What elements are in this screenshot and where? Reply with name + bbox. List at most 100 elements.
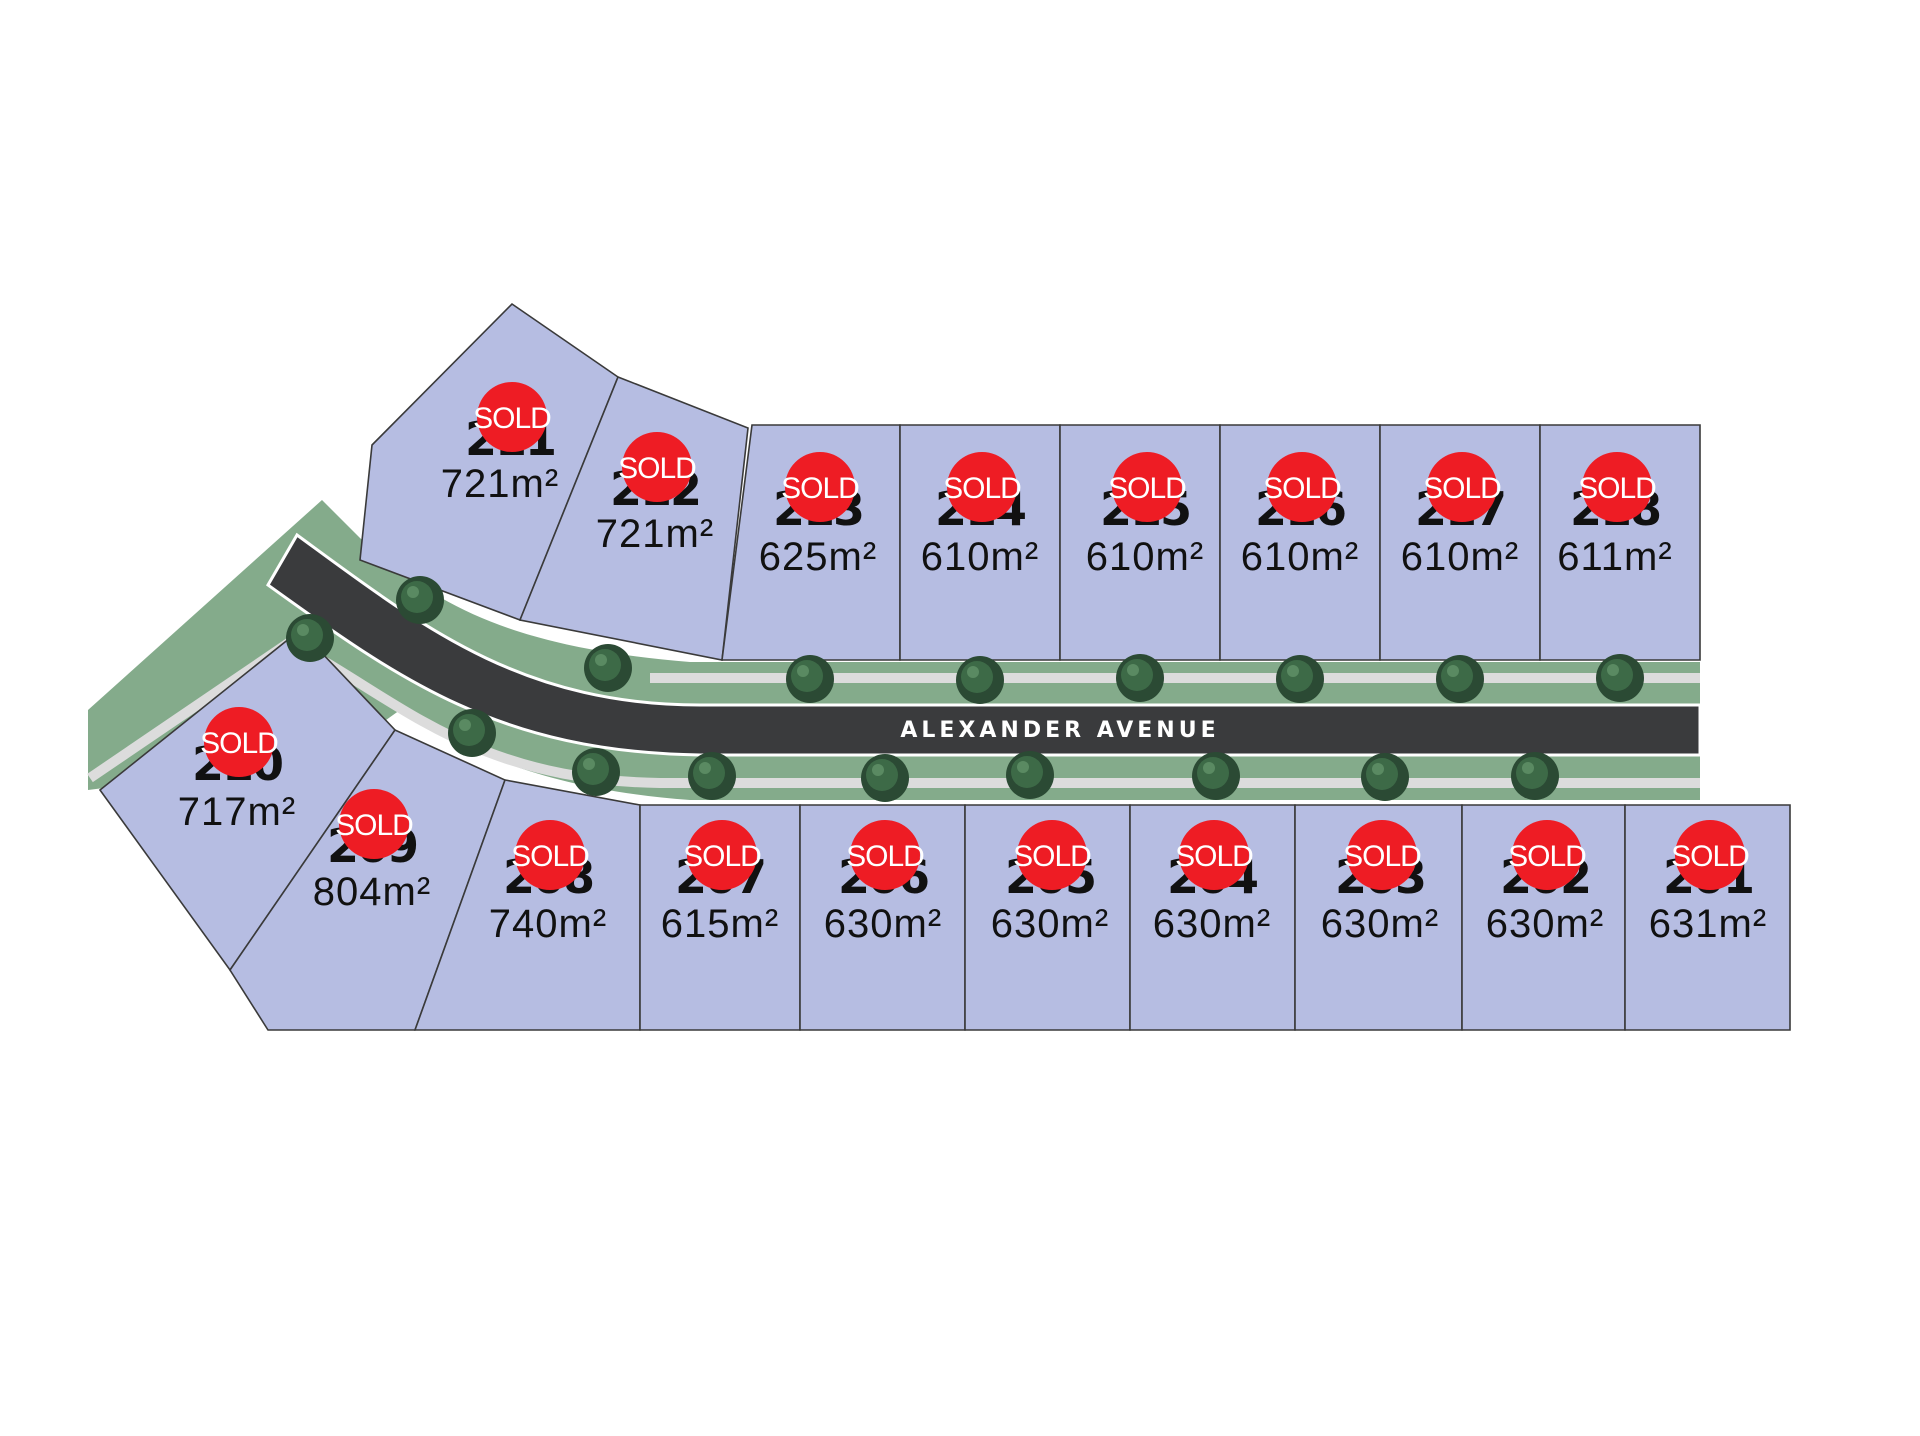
street-name-label: ALEXANDER AVENUE [900, 718, 1219, 743]
lot-205[interactable]: 205630m²SOLD [964, 804, 1131, 1031]
lot-area: 740m² [489, 902, 607, 946]
lot-209[interactable]: 209804m²SOLD [229, 728, 507, 1031]
sold-badge-label: SOLD [683, 840, 761, 873]
sold-badge-circle [947, 452, 1017, 522]
sold-badge: SOLD [1671, 820, 1750, 890]
sold-badge-label: SOLD [335, 809, 413, 842]
sold-badge-label: SOLD [846, 840, 924, 873]
lot-area: 610m² [1401, 535, 1519, 579]
lot-202[interactable]: 202630m²SOLD [1461, 804, 1626, 1031]
lot-218[interactable]: 218611m²SOLD [1539, 424, 1701, 661]
lot-boundary[interactable] [1624, 804, 1791, 1031]
sold-badge-label: SOLD [1013, 840, 1091, 873]
lot-203[interactable]: 203630m²SOLD [1294, 804, 1463, 1031]
lot-area: 721m² [596, 512, 714, 556]
sold-badge-label: SOLD [511, 840, 589, 873]
lot-area: 804m² [313, 870, 431, 914]
lot-area: 610m² [1086, 535, 1204, 579]
sold-badge-label: SOLD [473, 402, 551, 435]
sold-badge-circle [1267, 452, 1337, 522]
sold-badge-label: SOLD [618, 452, 696, 485]
sold-badge-label: SOLD [943, 472, 1021, 505]
street-tree-icon [861, 754, 909, 802]
street-tree-icon [1596, 654, 1644, 702]
lot-215[interactable]: 215610m²SOLD [1059, 424, 1221, 661]
sold-badge: SOLD [1013, 820, 1092, 890]
sold-badge: SOLD [618, 432, 697, 502]
lot-214[interactable]: 214610m²SOLD [899, 424, 1061, 661]
street-tree-icon [1006, 751, 1054, 799]
sold-badge-circle [622, 432, 692, 502]
sold-badge-circle [1179, 820, 1249, 890]
lot-boundary[interactable] [1539, 424, 1701, 661]
sold-badge: SOLD [1343, 820, 1422, 890]
lot-216[interactable]: 216610m²SOLD [1219, 424, 1381, 661]
sold-badge: SOLD [846, 820, 925, 890]
sold-badge: SOLD [1578, 452, 1657, 522]
sold-badge-label: SOLD [781, 472, 859, 505]
sold-badge-label: SOLD [1671, 840, 1749, 873]
lot-area: 630m² [1321, 902, 1439, 946]
sold-badge: SOLD [943, 452, 1022, 522]
sold-badge-label: SOLD [1263, 472, 1341, 505]
lot-area: 630m² [1153, 902, 1271, 946]
sold-badge: SOLD [1508, 820, 1587, 890]
sold-badge-circle [1675, 820, 1745, 890]
lot-208[interactable]: 208740m²SOLD [413, 779, 641, 1031]
sold-badge-circle [339, 789, 409, 859]
sold-badge-circle [477, 382, 547, 452]
road-alexander-avenue [266, 532, 1702, 757]
street-tree-icon [1192, 752, 1240, 800]
street-tree-icon [396, 576, 444, 624]
lot-213[interactable]: 213625m²SOLD [721, 424, 901, 661]
sold-badge-label: SOLD [1175, 840, 1253, 873]
lot-211[interactable]: 211721m²SOLD [359, 302, 619, 622]
sold-badge: SOLD [335, 789, 414, 859]
lot-area: 721m² [441, 462, 559, 506]
sold-badge: SOLD [511, 820, 590, 890]
sold-badge: SOLD [200, 707, 279, 777]
lots-layer: 211721m²SOLD212721m²SOLD213625m²SOLD2146… [98, 302, 1791, 1031]
sold-badge-label: SOLD [1108, 472, 1186, 505]
lot-212[interactable]: 212721m²SOLD [518, 375, 749, 661]
sold-badge: SOLD [1423, 452, 1502, 522]
street-tree-icon [688, 752, 736, 800]
sold-badge-circle [1427, 452, 1497, 522]
sold-badge-label: SOLD [1578, 472, 1656, 505]
lot-201[interactable]: 201631m²SOLD [1624, 804, 1791, 1031]
street-tree-icon [572, 748, 620, 796]
lot-area: 625m² [759, 535, 877, 579]
sold-badge-circle [1582, 452, 1652, 522]
street-tree-icon [1511, 752, 1559, 800]
lot-area: 611m² [1557, 535, 1672, 579]
lot-217[interactable]: 217610m²SOLD [1379, 424, 1541, 661]
sold-badge-circle [1017, 820, 1087, 890]
sold-badge-label: SOLD [1343, 840, 1421, 873]
sold-badge: SOLD [1108, 452, 1187, 522]
sold-badge: SOLD [1175, 820, 1254, 890]
lot-area: 615m² [661, 902, 779, 946]
street-tree-icon [448, 709, 496, 757]
street-tree-icon [1436, 655, 1484, 703]
sold-badge-circle [515, 820, 585, 890]
sold-badge: SOLD [683, 820, 762, 890]
lot-210[interactable]: 210717m²SOLD [98, 628, 397, 972]
sold-badge-label: SOLD [1508, 840, 1586, 873]
sold-badge-label: SOLD [1423, 472, 1501, 505]
sold-badge-circle [1112, 452, 1182, 522]
sold-badge-circle [687, 820, 757, 890]
sold-badge-circle [850, 820, 920, 890]
sold-badge: SOLD [781, 452, 860, 522]
street-tree-icon [1361, 753, 1409, 801]
street-tree-icon [1116, 654, 1164, 702]
lot-area: 630m² [824, 902, 942, 946]
lot-area: 630m² [1486, 902, 1604, 946]
street-trees [286, 576, 1644, 802]
sold-badge: SOLD [473, 382, 552, 452]
lot-206[interactable]: 206630m²SOLD [799, 804, 966, 1031]
lot-area: 610m² [921, 535, 1039, 579]
lot-204[interactable]: 204630m²SOLD [1129, 804, 1296, 1031]
street-tree-icon [584, 644, 632, 692]
lot-207[interactable]: 207615m²SOLD [639, 804, 801, 1031]
